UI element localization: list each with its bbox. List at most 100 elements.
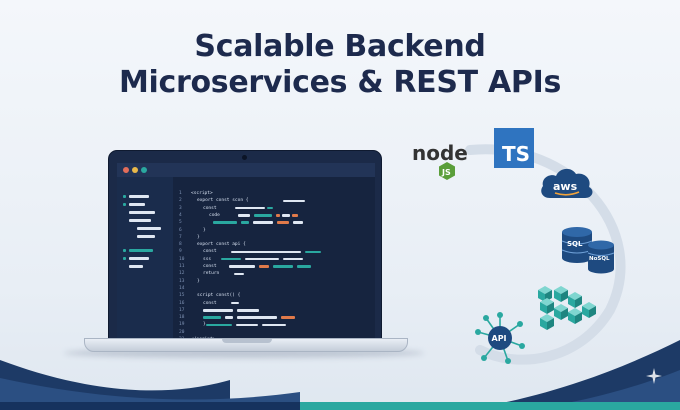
code-line-number: 8: [179, 242, 182, 248]
sidebar-file-item[interactable]: [129, 203, 145, 206]
code-token-bar: [296, 265, 311, 268]
code-token-bar: [213, 221, 237, 224]
sidebar-file-item[interactable]: [129, 195, 149, 198]
bottom-wave-decoration: [0, 340, 680, 410]
code-token-bar: [241, 221, 249, 224]
code-line-number: 5: [179, 220, 182, 226]
code-area[interactable]: 1 <script> 2 export const scon { 3 const 4 code…: [175, 177, 375, 339]
code-line-number: 9: [179, 249, 182, 255]
code-line-text[interactable]: }: [197, 234, 200, 240]
laptop-screen: 1 <script> 2 export const scon { 3 const 4 code…: [108, 150, 382, 340]
code-token-bar: [261, 323, 286, 327]
code-token-bar: [238, 214, 250, 217]
microservice-cubes-icon: [538, 286, 596, 330]
code-line-number: 2: [179, 198, 182, 204]
code-line-number: 18: [179, 315, 185, 321]
code-token-bar: [230, 250, 301, 254]
sidebar-file-item[interactable]: [123, 203, 126, 206]
sidebar-file-item[interactable]: [129, 265, 143, 268]
code-line-text[interactable]: return: [203, 271, 220, 277]
code-line-number: 20: [179, 329, 185, 335]
code-token-bar: [203, 316, 221, 319]
code-line-number: 19: [179, 322, 185, 328]
code-token-bar: [272, 265, 293, 268]
aws-wordmark: aws: [553, 180, 578, 193]
code-token-bar: [283, 199, 306, 203]
code-line-number: 15: [179, 293, 185, 299]
sidebar-file-item[interactable]: [129, 211, 155, 214]
code-line-text[interactable]: const: [203, 249, 217, 255]
ts-wordmark: TS: [501, 142, 530, 166]
code-token-bar: [282, 214, 290, 217]
nosql-database-icon: [587, 240, 615, 274]
code-line-text[interactable]: export const scon {: [197, 198, 249, 204]
code-line-number: 6: [179, 227, 182, 233]
sidebar-file-item[interactable]: [137, 235, 155, 238]
code-token-bar: [235, 323, 258, 327]
code-editor-window: 1 <script> 2 export const scon { 3 const 4 code…: [117, 163, 375, 339]
code-token-bar: [245, 257, 280, 261]
window-dot-red[interactable]: [123, 167, 129, 173]
code-line-text[interactable]: }: [203, 227, 206, 233]
code-line-text[interactable]: const: [203, 300, 217, 306]
sql-label: SQL: [567, 240, 583, 248]
sidebar-file-item[interactable]: [123, 257, 126, 260]
code-token-bar: [230, 301, 239, 305]
typescript-logo-icon: TS: [494, 128, 534, 168]
sidebar-file-item[interactable]: [123, 195, 126, 198]
sidebar-file-item[interactable]: [137, 227, 161, 230]
code-line-text[interactable]: const: [203, 205, 217, 211]
code-line-text[interactable]: }: [197, 278, 200, 284]
sidebar-file-item[interactable]: [123, 249, 126, 252]
sidebar-file-item[interactable]: [129, 257, 149, 260]
laptop-base: [84, 338, 408, 352]
code-token-bar: [254, 214, 272, 217]
code-line-number: 1: [179, 191, 182, 196]
code-line-text[interactable]: }: [203, 322, 206, 328]
code-token-bar: [258, 265, 269, 268]
nosql-label: NoSQL: [589, 256, 610, 262]
window-dot-teal[interactable]: [141, 167, 147, 173]
code-token-bar: [237, 316, 277, 319]
code-line-number: 10: [179, 256, 185, 262]
code-line-text[interactable]: script const() {: [197, 293, 241, 299]
api-label: API: [492, 334, 507, 343]
sidebar-file-item[interactable]: [129, 249, 153, 252]
code-line-text[interactable]: sss: [203, 256, 212, 262]
code-token-bar: [283, 257, 304, 261]
nodejs-logo-icon: node JS: [412, 141, 468, 180]
code-token-bar: [276, 214, 280, 217]
code-token-bar: [234, 206, 265, 210]
sidebar-file-item[interactable]: [129, 219, 151, 222]
code-token-bar: [253, 221, 273, 224]
code-token-bar: [221, 257, 242, 261]
code-line-number: 7: [179, 234, 182, 240]
sparkle-icon: [646, 368, 662, 384]
code-line-number: 13: [179, 278, 185, 284]
code-line-text[interactable]: <script>: [191, 191, 213, 196]
code-line-number: 3: [179, 205, 182, 211]
code-token-bar: [203, 309, 233, 312]
page-title-line-2: Microservices & REST APIs: [118, 65, 562, 100]
code-token-bar: [233, 272, 244, 276]
code-token-bar: [292, 214, 298, 217]
code-line-number: 12: [179, 271, 185, 277]
code-token-bar: [277, 221, 289, 224]
sql-database-icon: [561, 227, 593, 263]
js-wordmark: JS: [441, 168, 451, 177]
laptop-camera: [242, 155, 247, 160]
code-token-bar: [237, 309, 259, 312]
node-wordmark: node: [412, 141, 468, 165]
code-line-number: 14: [179, 285, 185, 291]
aws-cloud-icon: aws: [541, 168, 593, 198]
code-line-text[interactable]: code: [209, 212, 220, 218]
code-token-bar: [225, 316, 233, 319]
laptop-notch: [222, 339, 272, 343]
code-line-number: 4: [179, 212, 182, 218]
code-line-text[interactable]: export const api {: [197, 242, 246, 248]
code-line-text[interactable]: const: [203, 264, 217, 269]
page-title-line-1: Scalable Backend: [194, 29, 486, 64]
code-token-bar: [205, 323, 232, 327]
service-connection-arc: [465, 144, 626, 365]
window-dot-yellow[interactable]: [132, 167, 138, 173]
